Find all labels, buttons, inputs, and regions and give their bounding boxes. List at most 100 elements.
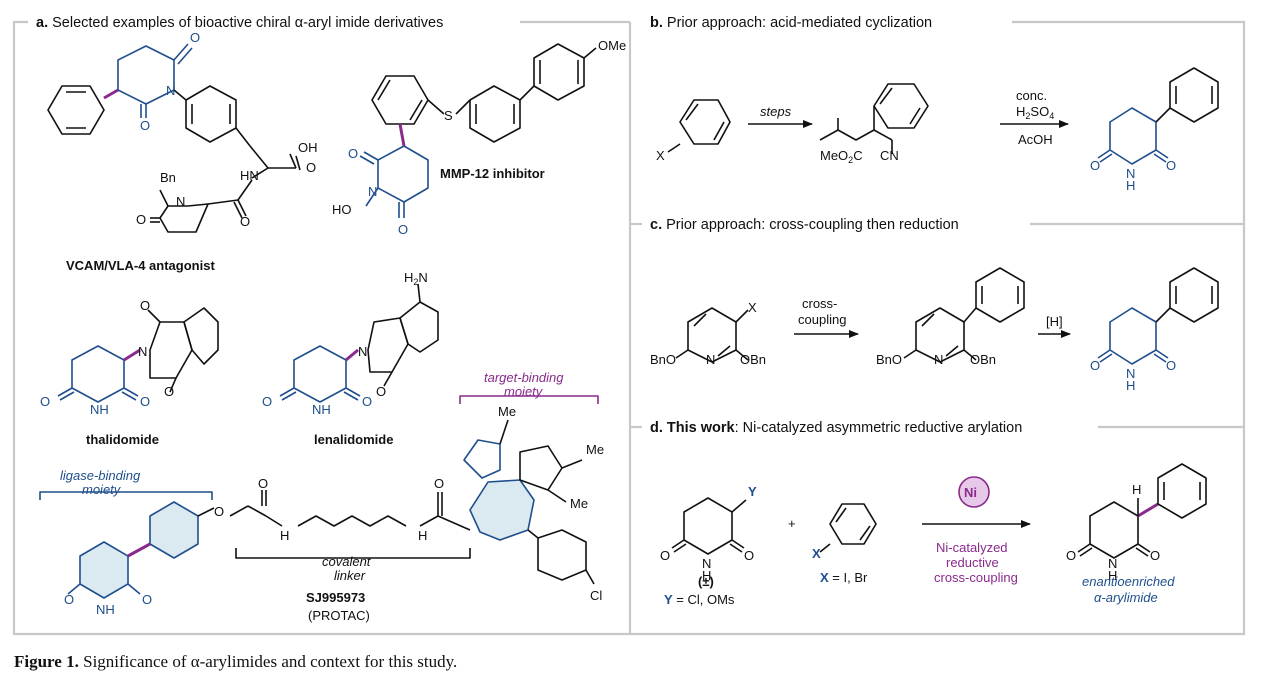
svg-text:X: X bbox=[748, 300, 757, 315]
svg-text:N: N bbox=[138, 344, 147, 359]
svg-text:O: O bbox=[214, 504, 224, 519]
svg-text:Ni-catalyzed: Ni-catalyzed bbox=[936, 540, 1008, 555]
svg-text:O: O bbox=[262, 394, 272, 409]
thalidomide-label: thalidomide bbox=[86, 432, 159, 447]
protac-sub: (PROTAC) bbox=[308, 608, 370, 623]
svg-text:(±): (±) bbox=[698, 574, 714, 589]
mmp12-inhibitor-structure bbox=[359, 43, 597, 218]
svg-text:O: O bbox=[1066, 548, 1076, 563]
svg-text:N: N bbox=[1126, 366, 1135, 381]
svg-text:Bn: Bn bbox=[160, 170, 176, 185]
svg-text:α-arylimide: α-arylimide bbox=[1094, 590, 1158, 605]
svg-text:reductive: reductive bbox=[946, 555, 999, 570]
svg-text:O: O bbox=[140, 118, 150, 133]
svg-text:enantioenriched: enantioenriched bbox=[1082, 574, 1175, 589]
svg-text:S: S bbox=[444, 108, 453, 123]
panel-c-labels: X BnO N OBn cross- coupling BnO N OBn [H… bbox=[650, 296, 1176, 393]
svg-text:N: N bbox=[706, 352, 715, 367]
mmp12-label: MMP-12 inhibitor bbox=[440, 166, 545, 181]
svg-text:Me: Me bbox=[586, 442, 604, 457]
linker-label-1: covalent bbox=[322, 554, 372, 569]
svg-text:H: H bbox=[1108, 568, 1117, 583]
svg-text:O: O bbox=[1090, 158, 1100, 173]
svg-text:N: N bbox=[702, 556, 711, 571]
vcam-label: VCAM/VLA-4 antagonist bbox=[66, 258, 215, 273]
svg-text:O: O bbox=[140, 298, 150, 313]
protac-name: SJ995973 bbox=[306, 590, 365, 605]
svg-text:O: O bbox=[660, 548, 670, 563]
svg-text:Ni: Ni bbox=[964, 485, 977, 500]
svg-text:NH: NH bbox=[90, 402, 109, 417]
svg-text:coupling: coupling bbox=[798, 312, 846, 327]
svg-text:O: O bbox=[1150, 548, 1160, 563]
svg-text:BnO: BnO bbox=[876, 352, 902, 367]
panel-d-labels: Y O N H O (±) Y = Cl, OMs + X X = I, Br … bbox=[660, 482, 1175, 607]
svg-text:N: N bbox=[368, 184, 377, 199]
lenalidomide-structure bbox=[279, 283, 439, 403]
svg-text:O: O bbox=[140, 394, 150, 409]
panel-d-header: d. This work: Ni-catalyzed asymmetric re… bbox=[650, 420, 1022, 436]
svg-text:NH: NH bbox=[312, 402, 331, 417]
svg-text:X: X bbox=[812, 546, 821, 561]
linker-label-2: linker bbox=[334, 568, 366, 583]
svg-text:H: H bbox=[1126, 378, 1135, 393]
svg-text:O: O bbox=[240, 214, 250, 229]
vcam-atom-labels: O N O OH O HN O Bn N O bbox=[136, 30, 318, 229]
svg-text:H2N: H2N bbox=[404, 270, 428, 287]
aryl-ring-1 bbox=[371, 75, 429, 125]
svg-text:AcOH: AcOH bbox=[1018, 132, 1053, 147]
svg-text:H: H bbox=[1132, 482, 1141, 497]
svg-text:O: O bbox=[190, 30, 200, 45]
svg-text:HN: HN bbox=[240, 168, 259, 183]
ligase-binding-label-1: ligase-binding bbox=[60, 468, 141, 483]
svg-text:MeO2C: MeO2C bbox=[820, 148, 863, 165]
svg-text:OBn: OBn bbox=[740, 352, 766, 367]
svg-text:O: O bbox=[142, 592, 152, 607]
panel-c-header: c. Prior approach: cross-coupling then r… bbox=[650, 217, 959, 233]
target-binding-label-1: target-binding bbox=[484, 370, 564, 385]
phenyl-ring bbox=[47, 85, 105, 135]
svg-text:O: O bbox=[348, 146, 358, 161]
svg-text:X: X bbox=[656, 148, 665, 163]
svg-text:O: O bbox=[376, 384, 386, 399]
svg-text:Y = Cl, OMs: Y = Cl, OMs bbox=[664, 592, 735, 607]
svg-text:HO: HO bbox=[332, 202, 352, 217]
svg-text:CN: CN bbox=[880, 148, 899, 163]
svg-text:Cl: Cl bbox=[590, 588, 602, 603]
figure-caption: Figure 1. Significance of α-arylimides a… bbox=[14, 652, 457, 672]
lenalidomide-atom-labels: O NH O N O H2N bbox=[262, 270, 428, 417]
protac-structure bbox=[39, 395, 599, 599]
svg-text:O: O bbox=[398, 222, 408, 237]
thalidomide-atom-labels: O NH O N O O bbox=[40, 298, 174, 417]
caption-label: Figure 1. bbox=[14, 652, 79, 671]
svg-text:N: N bbox=[358, 344, 367, 359]
svg-text:OMe: OMe bbox=[598, 38, 626, 53]
svg-text:NH: NH bbox=[96, 602, 115, 617]
svg-text:H: H bbox=[418, 528, 427, 543]
caption-text: Significance of α-arylimides and context… bbox=[78, 652, 458, 671]
svg-text:cross-coupling: cross-coupling bbox=[934, 570, 1018, 585]
svg-text:X = I, Br: X = I, Br bbox=[820, 570, 868, 585]
svg-text:O: O bbox=[136, 212, 146, 227]
svg-text:OH: OH bbox=[298, 140, 318, 155]
svg-text:N: N bbox=[176, 194, 185, 209]
svg-text:N: N bbox=[1126, 166, 1135, 181]
svg-text:O: O bbox=[258, 476, 268, 491]
svg-text:N: N bbox=[166, 83, 175, 98]
svg-text:O: O bbox=[1090, 358, 1100, 373]
svg-text:BnO: BnO bbox=[650, 352, 676, 367]
svg-text:O: O bbox=[434, 476, 444, 491]
protac-atom-labels: O NH O O O H H O Me Me Me Cl bbox=[64, 404, 604, 617]
svg-text:N: N bbox=[1108, 556, 1117, 571]
svg-text:H: H bbox=[1126, 178, 1135, 193]
panel-frames bbox=[12, 20, 1246, 636]
svg-text:Me: Me bbox=[570, 496, 588, 511]
svg-text:N: N bbox=[934, 352, 943, 367]
panel-a-header: a. Selected examples of bioactive chiral… bbox=[36, 15, 443, 31]
svg-text:H: H bbox=[280, 528, 289, 543]
ligase-binding-label-2: moiety bbox=[82, 482, 122, 497]
svg-text:O: O bbox=[40, 394, 50, 409]
svg-text:steps: steps bbox=[760, 104, 792, 119]
thalidomide-structure bbox=[57, 307, 219, 403]
